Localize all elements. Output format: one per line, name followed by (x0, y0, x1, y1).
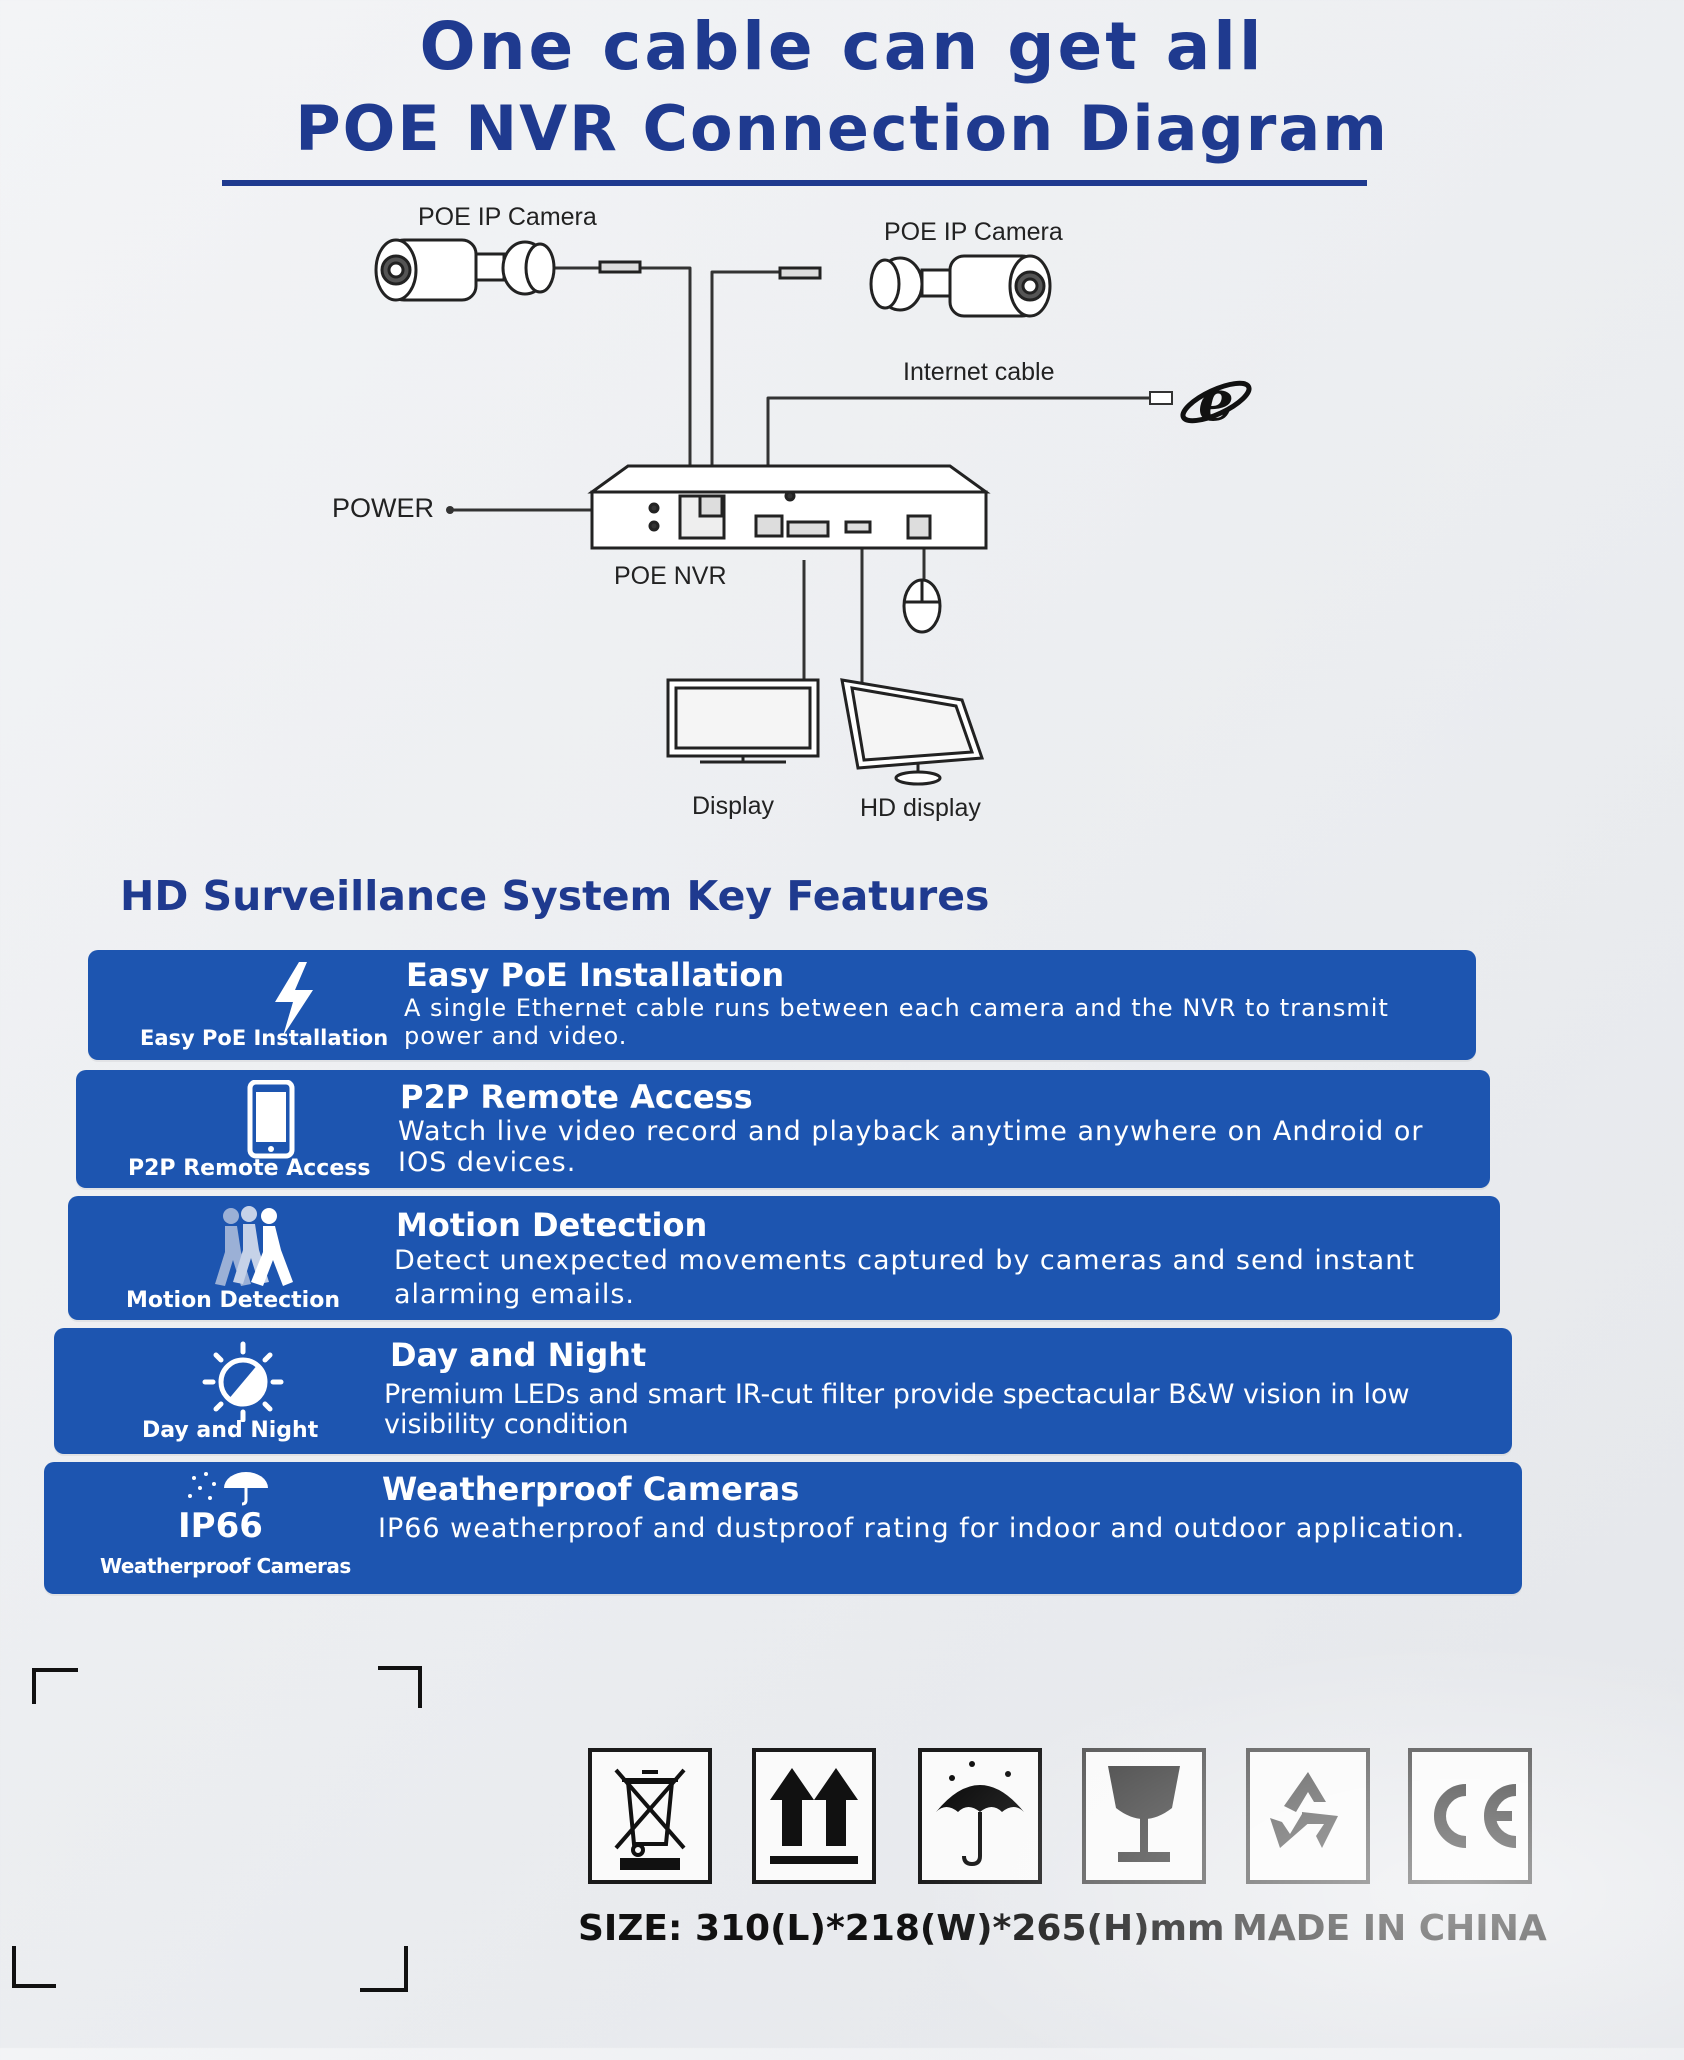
ce-mark-icon (1408, 1748, 1532, 1884)
made-in-text: MADE IN CHINA (1232, 1908, 1547, 1949)
nvr-device-icon (587, 464, 991, 550)
feature-band-weatherproof: IP66 Weatherproof Cameras Weatherproof C… (44, 1462, 1522, 1594)
feature-icon-label: Day and Night (142, 1418, 319, 1443)
package-size-text: SIZE: 310(L)*218(W)*265(H)mm (578, 1908, 1225, 1949)
smartphone-icon (216, 1079, 326, 1160)
title-line-1: One cable can get all (419, 8, 1265, 85)
day-night-icon (188, 1338, 298, 1423)
nvr-label: POE NVR (614, 562, 727, 590)
feature-icon-label: Easy PoE Installation (140, 1026, 389, 1050)
feature-title: Easy PoE Installation (406, 956, 785, 994)
internet-cable-label: Internet cable (903, 358, 1055, 386)
keep-dry-icon (918, 1748, 1042, 1884)
mouse-icon (902, 578, 942, 634)
feature-icon-label: Motion Detection (126, 1288, 340, 1313)
umbrella-rain-icon (174, 1470, 284, 1526)
camera-right-icon (778, 254, 1052, 318)
feature-description: Premium LEDs and smart IR-cut filter pro… (384, 1379, 1410, 1440)
feature-description: A single Ethernet cable runs between eac… (404, 994, 1389, 1050)
features-heading: HD Surveillance System Key Features (120, 872, 990, 920)
camera-left-label: POE IP Camera (418, 203, 597, 231)
title-line-2: POE NVR Connection Diagram (295, 92, 1389, 165)
feature-description: Watch live video record and playback any… (398, 1116, 1424, 1178)
feature-title: Motion Detection (396, 1206, 708, 1244)
feature-title: P2P Remote Access (400, 1078, 753, 1116)
fragile-icon (1082, 1748, 1206, 1884)
recycle-icon (1246, 1748, 1370, 1884)
hd-display-monitor-icon (840, 678, 985, 786)
display-monitor-icon (666, 678, 820, 764)
svg-text:e: e (1198, 368, 1234, 434)
connection-diagram: e (374, 238, 1252, 786)
feature-band-day-night: Day and Night Day and Night Premium LEDs… (54, 1328, 1512, 1454)
lightning-icon (238, 960, 348, 1040)
browser-icon: e (1149, 368, 1252, 434)
camera-left-icon (374, 238, 642, 302)
power-label: POWER (332, 493, 435, 523)
display-label: Display (692, 792, 774, 820)
feature-icon-label: Weatherproof Cameras (100, 1554, 351, 1578)
this-way-up-icon (752, 1748, 876, 1884)
camera-right-label: POE IP Camera (884, 218, 1063, 246)
feature-title: Day and Night (390, 1336, 647, 1374)
feature-band-motion: Motion Detection Motion Detection Detect… (68, 1196, 1500, 1320)
hd-display-label: HD display (860, 794, 981, 822)
feature-band-p2p: P2P Remote Access P2P Remote Access Watc… (76, 1070, 1490, 1188)
feature-description: Detect unexpected movements captured by … (394, 1245, 1415, 1310)
title-underline (222, 180, 1367, 186)
feature-title: Weatherproof Cameras (382, 1470, 800, 1508)
feature-description: IP66 weatherproof and dustproof rating f… (378, 1513, 1466, 1544)
feature-icon-label: P2P Remote Access (128, 1156, 371, 1181)
label-area-corner-marks (12, 1666, 422, 1992)
weee-bin-icon (588, 1748, 712, 1884)
feature-band-easy-poe: Easy PoE Installation Easy PoE Installat… (88, 950, 1476, 1060)
ip66-badge: IP66 (178, 1506, 263, 1546)
walking-people-icon (192, 1206, 302, 1286)
